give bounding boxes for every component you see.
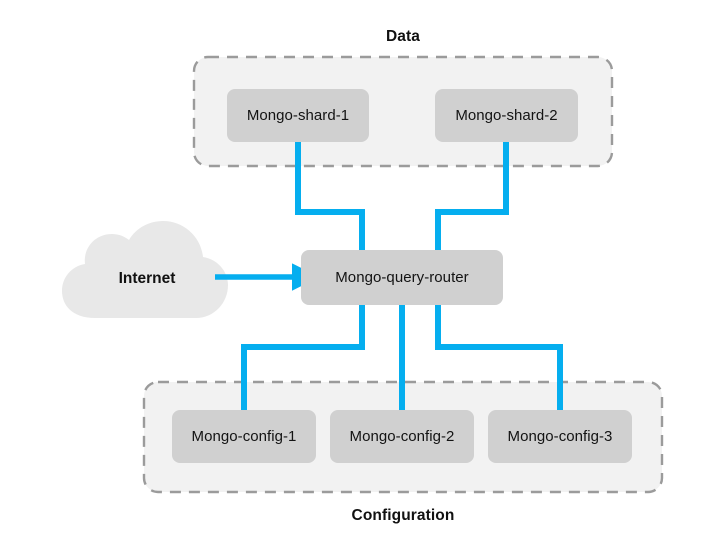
cloud-path	[62, 221, 228, 318]
shard2-router-line	[435, 142, 509, 252]
node-mongo-shard-1[interactable]: Mongo-shard-1	[227, 89, 369, 142]
node-mongo-shard-1-label: Mongo-shard-1	[246, 107, 350, 124]
node-mongo-config-3[interactable]: Mongo-config-3	[488, 410, 632, 463]
connector-router-to-config3	[435, 303, 563, 412]
connector-shard2-to-router	[435, 142, 509, 252]
shard1-router-line	[295, 142, 365, 252]
configuration-group-label: Configuration	[351, 507, 455, 524]
node-mongo-config-2-label: Mongo-config-2	[349, 428, 455, 445]
internet-cloud-label: Internet	[118, 270, 176, 287]
node-mongo-query-router-label: Mongo-query-router	[335, 269, 469, 286]
connector-shard1-to-router	[295, 142, 365, 252]
internet-cloud-shape	[62, 221, 228, 318]
router-config3-line	[435, 303, 563, 412]
node-mongo-shard-2[interactable]: Mongo-shard-2	[435, 89, 578, 142]
node-mongo-query-router[interactable]: Mongo-query-router	[301, 250, 503, 305]
node-mongo-config-2[interactable]: Mongo-config-2	[330, 410, 474, 463]
connector-router-to-config1	[241, 303, 365, 412]
data-group-label: Data	[386, 28, 420, 45]
node-mongo-shard-2-label: Mongo-shard-2	[455, 107, 558, 124]
router-config1-line	[241, 303, 365, 412]
node-mongo-config-1[interactable]: Mongo-config-1	[172, 410, 316, 463]
node-mongo-config-1-label: Mongo-config-1	[191, 428, 297, 445]
node-mongo-config-3-label: Mongo-config-3	[507, 428, 613, 445]
